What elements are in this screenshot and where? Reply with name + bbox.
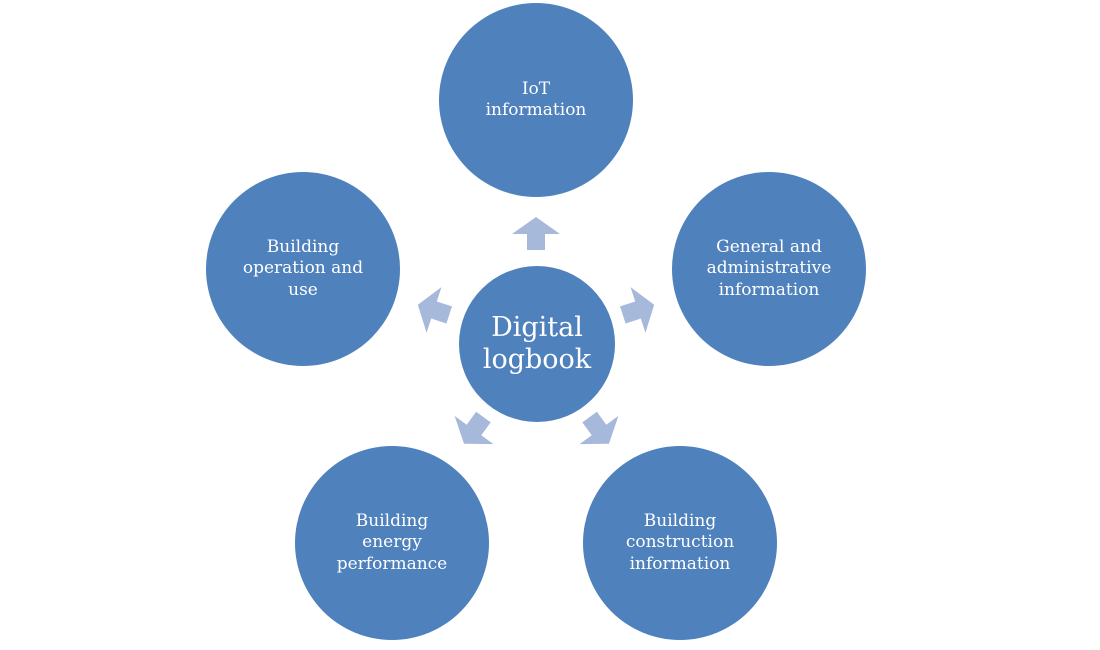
arrow-to-construction [579, 411, 619, 445]
node-general-administrative-information: General and administrative information [672, 172, 866, 366]
node-building-construction-information: Building construction information [583, 446, 777, 640]
arrow-to-general-shape [620, 287, 655, 333]
node-building-operation-and-use: Building operation and use [206, 172, 400, 366]
arrow-to-general [620, 287, 655, 333]
arrow-to-operation [417, 287, 452, 333]
node-operation-label: Building operation and use [242, 236, 364, 300]
node-energy-label: Building energy performance [336, 510, 448, 574]
arrow-to-energy [454, 411, 494, 445]
node-iot-information: IoT information [439, 3, 633, 197]
arrow-to-construction-shape [579, 411, 619, 445]
node-construction-label: Building construction information [625, 510, 735, 574]
arrow-to-operation-shape [417, 287, 452, 333]
arrow-to-energy-shape [454, 411, 494, 445]
node-building-energy-performance: Building energy performance [295, 446, 489, 640]
center-label: Digital logbook [482, 312, 592, 375]
arrow-to-iot-shape [512, 217, 560, 250]
node-iot-label: IoT information [485, 78, 587, 121]
node-digital-logbook: Digital logbook [459, 266, 615, 422]
arrow-to-iot [512, 217, 560, 250]
node-general-label: General and administrative information [706, 236, 832, 300]
